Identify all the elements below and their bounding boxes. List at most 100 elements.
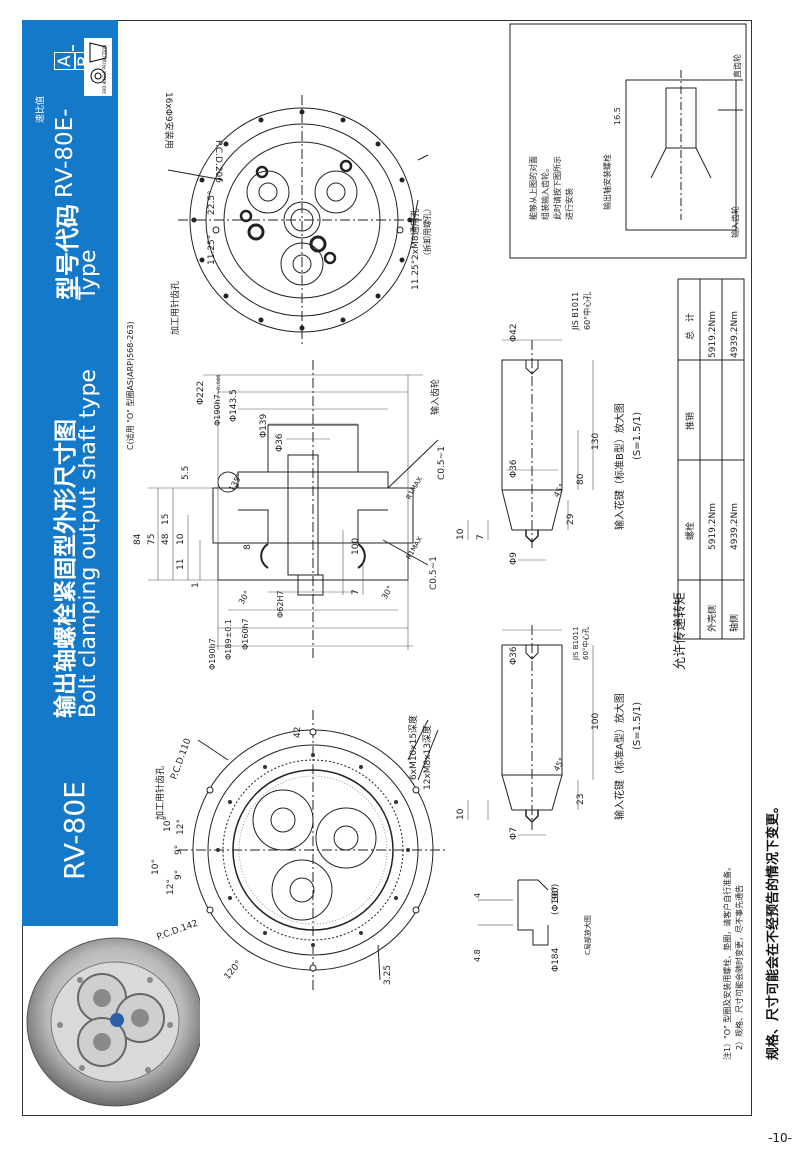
- note-16-5: 16.5: [613, 107, 622, 125]
- label-2xm8-note: （拆卸用螺孔）: [422, 204, 432, 260]
- note-line-4: 进行安装: [564, 188, 574, 220]
- type-label-en: Type: [76, 249, 101, 300]
- label-48: 48: [161, 533, 171, 545]
- label-phi36-sec: Φ36: [275, 433, 285, 452]
- note-1: 注1）"O" 型圈及安装用螺栓、垫圈，请客户自行准备。: [722, 863, 732, 1060]
- torque-header-pin: 推销: [684, 412, 696, 430]
- label-c05-a: C0.5~1: [437, 446, 447, 480]
- torque-row-1-name: 外壳侧: [706, 605, 718, 632]
- label-a-10: 10: [456, 808, 466, 820]
- shaft-b-detail: [467, 339, 594, 561]
- title-band: [22, 20, 118, 926]
- label-a-jis: JIS B1011: [572, 627, 580, 661]
- torque-header-bolt: 螺栓: [684, 522, 696, 540]
- shaft-a-detail: [467, 625, 594, 836]
- label-1: 1: [191, 582, 201, 588]
- section-view: [148, 360, 439, 660]
- torque-row-2-total: 4939.2Nm: [730, 311, 740, 358]
- torque-table: [677, 278, 745, 640]
- ratio-label: 速比值: [36, 95, 46, 123]
- label-75: 75: [147, 534, 157, 545]
- label-b-jis: JIS B1011: [571, 292, 580, 331]
- title-en: Bolt clamping output shaft type: [76, 369, 101, 718]
- projection-symbol-icon: [84, 38, 112, 96]
- note-box: [509, 23, 747, 259]
- label-22-5: 22.5°: [207, 190, 217, 215]
- label-42: 42: [293, 727, 303, 738]
- label-3-25: 3.25: [383, 965, 393, 985]
- label-10-b: 10°: [163, 816, 173, 832]
- label-a-100: 100: [591, 713, 601, 730]
- note-line-1: 能够从上图的对面: [528, 156, 538, 220]
- label-12-a: 12°: [176, 819, 186, 835]
- label-a-23: 23: [576, 794, 586, 805]
- label-b-phi42: Φ42: [509, 323, 519, 342]
- label-16xphi9: 16xΦ9安装用: [163, 92, 175, 149]
- label-7: 7: [351, 589, 361, 595]
- label-phi222: Φ222: [196, 381, 206, 405]
- torque-row-1-bolt: 5919.2Nm: [708, 503, 718, 550]
- product-photo: [26, 937, 200, 1107]
- label-b-130: 130: [591, 433, 601, 450]
- torque-header-total: 总 计: [684, 313, 696, 340]
- note-input-gear: 输入齿轮: [730, 206, 740, 238]
- label-a-phi7: Φ7: [509, 827, 519, 840]
- label-phi190b: Φ190h7: [208, 638, 217, 670]
- label-10-a: 10°: [151, 859, 161, 875]
- label-c-4-8: 4.8: [473, 949, 482, 962]
- label-6xm10: 6xM10x15深度: [407, 715, 419, 780]
- note-straight-gear: 直齿轮: [732, 54, 742, 78]
- label-5-5: 5.5: [181, 466, 191, 480]
- type-suffix-a: A: [54, 52, 76, 70]
- label-c-30: 30°: [551, 886, 561, 902]
- label-b-80: 80: [576, 473, 586, 485]
- label-30-b: 30°: [380, 584, 395, 601]
- label-pin-hole-top: 加工用针齿孔: [169, 281, 181, 335]
- label-pcd110: P.C.D.110: [169, 737, 193, 781]
- label-12xm8: 12xM8x13深度: [421, 725, 433, 790]
- label-phi143: Φ143.5: [229, 389, 239, 422]
- title-cn: 输出轴螺栓紧固型外形尺寸图: [53, 419, 79, 718]
- label-b-scale: (S=1.5/1): [632, 412, 643, 460]
- label-11-25-a: 11.25°: [207, 235, 217, 265]
- label-phi160: Φ160h7: [241, 618, 250, 650]
- label-b-7: 7: [476, 534, 486, 540]
- label-b-29: 29: [566, 513, 576, 525]
- label-30-a: 30°: [237, 589, 252, 606]
- label-a-scale: (S=1.5/1): [632, 702, 643, 750]
- label-phi62: Φ62H7: [276, 590, 285, 618]
- label-9-a: 9°: [174, 845, 184, 855]
- label-a-center: 60°中心孔: [581, 627, 590, 660]
- torque-row-1-total: 5919.2Nm: [708, 311, 718, 358]
- label-12-b: 12°: [166, 879, 176, 895]
- torque-row-2-name: 轴侧: [728, 614, 740, 632]
- label-135: 135°: [227, 472, 244, 493]
- label-c05-b: C0.5~1: [429, 556, 439, 590]
- label-10: 10: [176, 533, 186, 545]
- label-b-10: 10: [456, 528, 466, 540]
- disclaimer: 规格、尺寸可能会在不经预告的情况下变更。: [766, 799, 781, 1060]
- note-line-2: 组装输入齿轮。: [540, 164, 550, 220]
- label-b-caption: 输入花键（标准B型）放大图: [613, 403, 626, 530]
- label-b-phi36: Φ36: [509, 459, 519, 478]
- model-title: RV-80E: [58, 781, 91, 880]
- label-84: 84: [133, 533, 143, 545]
- label-c-4: 4: [473, 893, 482, 898]
- type-code: RV-80E-: [52, 108, 78, 198]
- detail-c: [478, 879, 549, 946]
- page-number: -10-: [768, 1131, 792, 1145]
- projection-label: 3RD ANGLE PROJECTION: [102, 44, 107, 94]
- label-a-45: 45°: [552, 756, 567, 773]
- note-line-3: 此时请按下图所示: [552, 156, 562, 220]
- label-b-45: 45°: [552, 482, 567, 499]
- torque-title: 允许传递转矩: [672, 592, 688, 670]
- note-2: 2）规格、尺寸可能会随时变更，尽不事先通告: [734, 885, 744, 1050]
- label-9-b: 9°: [174, 870, 184, 880]
- label-11: 11: [176, 559, 186, 570]
- note-mount-bolt: 输出轴安装螺栓: [602, 154, 612, 210]
- label-11-25-b: 11.25°: [411, 260, 421, 290]
- label-oring: C(适用 "O" 型圈AS(ARP)568-263): [125, 321, 135, 450]
- label-b-center: 60°中心孔: [582, 292, 592, 330]
- label-phi139: Φ139: [259, 413, 269, 438]
- label-120: 120°: [223, 959, 245, 982]
